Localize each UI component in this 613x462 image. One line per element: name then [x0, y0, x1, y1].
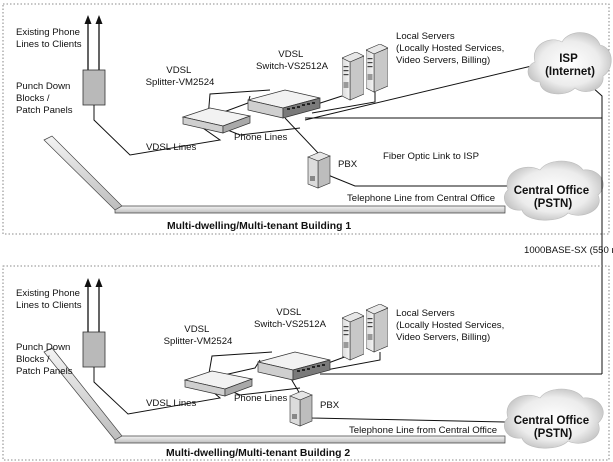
vdsl-lines-label: VDSL Lines — [146, 142, 197, 153]
splitter-label-2: VDSL Splitter-VM2524 — [164, 324, 233, 347]
central-office-cloud-1 — [504, 160, 604, 221]
building-1: Existing Phone Lines to Clients Punch Do… — [2, 3, 612, 235]
punch-down-label: Punch Down Blocks / Patch Panels — [16, 81, 73, 116]
vdsl-splitter-2 — [183, 370, 254, 397]
switch-label: VDSL Switch-VS2512A — [256, 49, 329, 72]
vdsl-lines-label-2: VDSL Lines — [146, 398, 197, 409]
pbx-2 — [289, 390, 313, 427]
existing-phone-lines-arrows-2 — [84, 278, 103, 332]
building-1-floor — [43, 135, 506, 214]
splitter-label: VDSL Splitter-VM2524 — [146, 65, 215, 88]
vdsl-splitter — [181, 107, 252, 134]
local-servers — [342, 44, 388, 101]
building-1-title: Multi-dwelling/Multi-tenant Building 1 — [167, 221, 351, 232]
existing-phone-lines-label: Existing Phone Lines to Clients — [16, 27, 83, 50]
uplink-label: 1000BASE-SX (550 m) — [524, 245, 613, 256]
punch-down-block-2 — [82, 331, 106, 368]
central-office-cloud-2 — [504, 388, 604, 449]
central-office-label: Central Office (PSTN) — [514, 185, 593, 210]
vdsl-switch — [247, 89, 321, 119]
building-2-floor — [43, 347, 506, 444]
telephone-line-label-2: Telephone Line from Central Office — [349, 425, 497, 436]
switch-label-2: VDSL Switch-VS2512A — [254, 307, 327, 330]
phone-lines-label-2: Phone Lines — [234, 393, 288, 404]
existing-phone-lines-label-2: Existing Phone Lines to Clients — [16, 288, 83, 311]
isp-cloud-label: ISP (Internet) — [545, 53, 595, 78]
pbx — [307, 151, 331, 189]
building-2: Existing Phone Lines to Clients Punch Do… — [2, 265, 610, 461]
fiber-link-label: Fiber Optic Link to ISP — [383, 151, 479, 162]
building-2-title: Multi-dwelling/Multi-tenant Building 2 — [166, 448, 350, 459]
building-2-boundary — [2, 265, 610, 461]
existing-phone-lines-arrows — [84, 15, 103, 70]
building-1-boundary — [2, 3, 610, 235]
telephone-line-label: Telephone Line from Central Office — [347, 193, 495, 204]
phone-lines-label: Phone Lines — [234, 132, 288, 143]
local-servers-label: Local Servers (Locally Hosted Services, … — [396, 31, 507, 66]
local-servers-2 — [342, 304, 388, 361]
pbx-label: PBX — [338, 159, 358, 170]
vdsl-switch-2 — [257, 351, 331, 381]
central-office-label-2: Central Office (PSTN) — [514, 415, 593, 440]
punch-down-block — [82, 69, 106, 106]
isp-cloud — [527, 32, 612, 95]
local-servers-label-2: Local Servers (Locally Hosted Services, … — [396, 308, 507, 343]
punch-down-label-2: Punch Down Blocks / Patch Panels — [16, 342, 73, 377]
pbx-label-2: PBX — [320, 400, 340, 411]
